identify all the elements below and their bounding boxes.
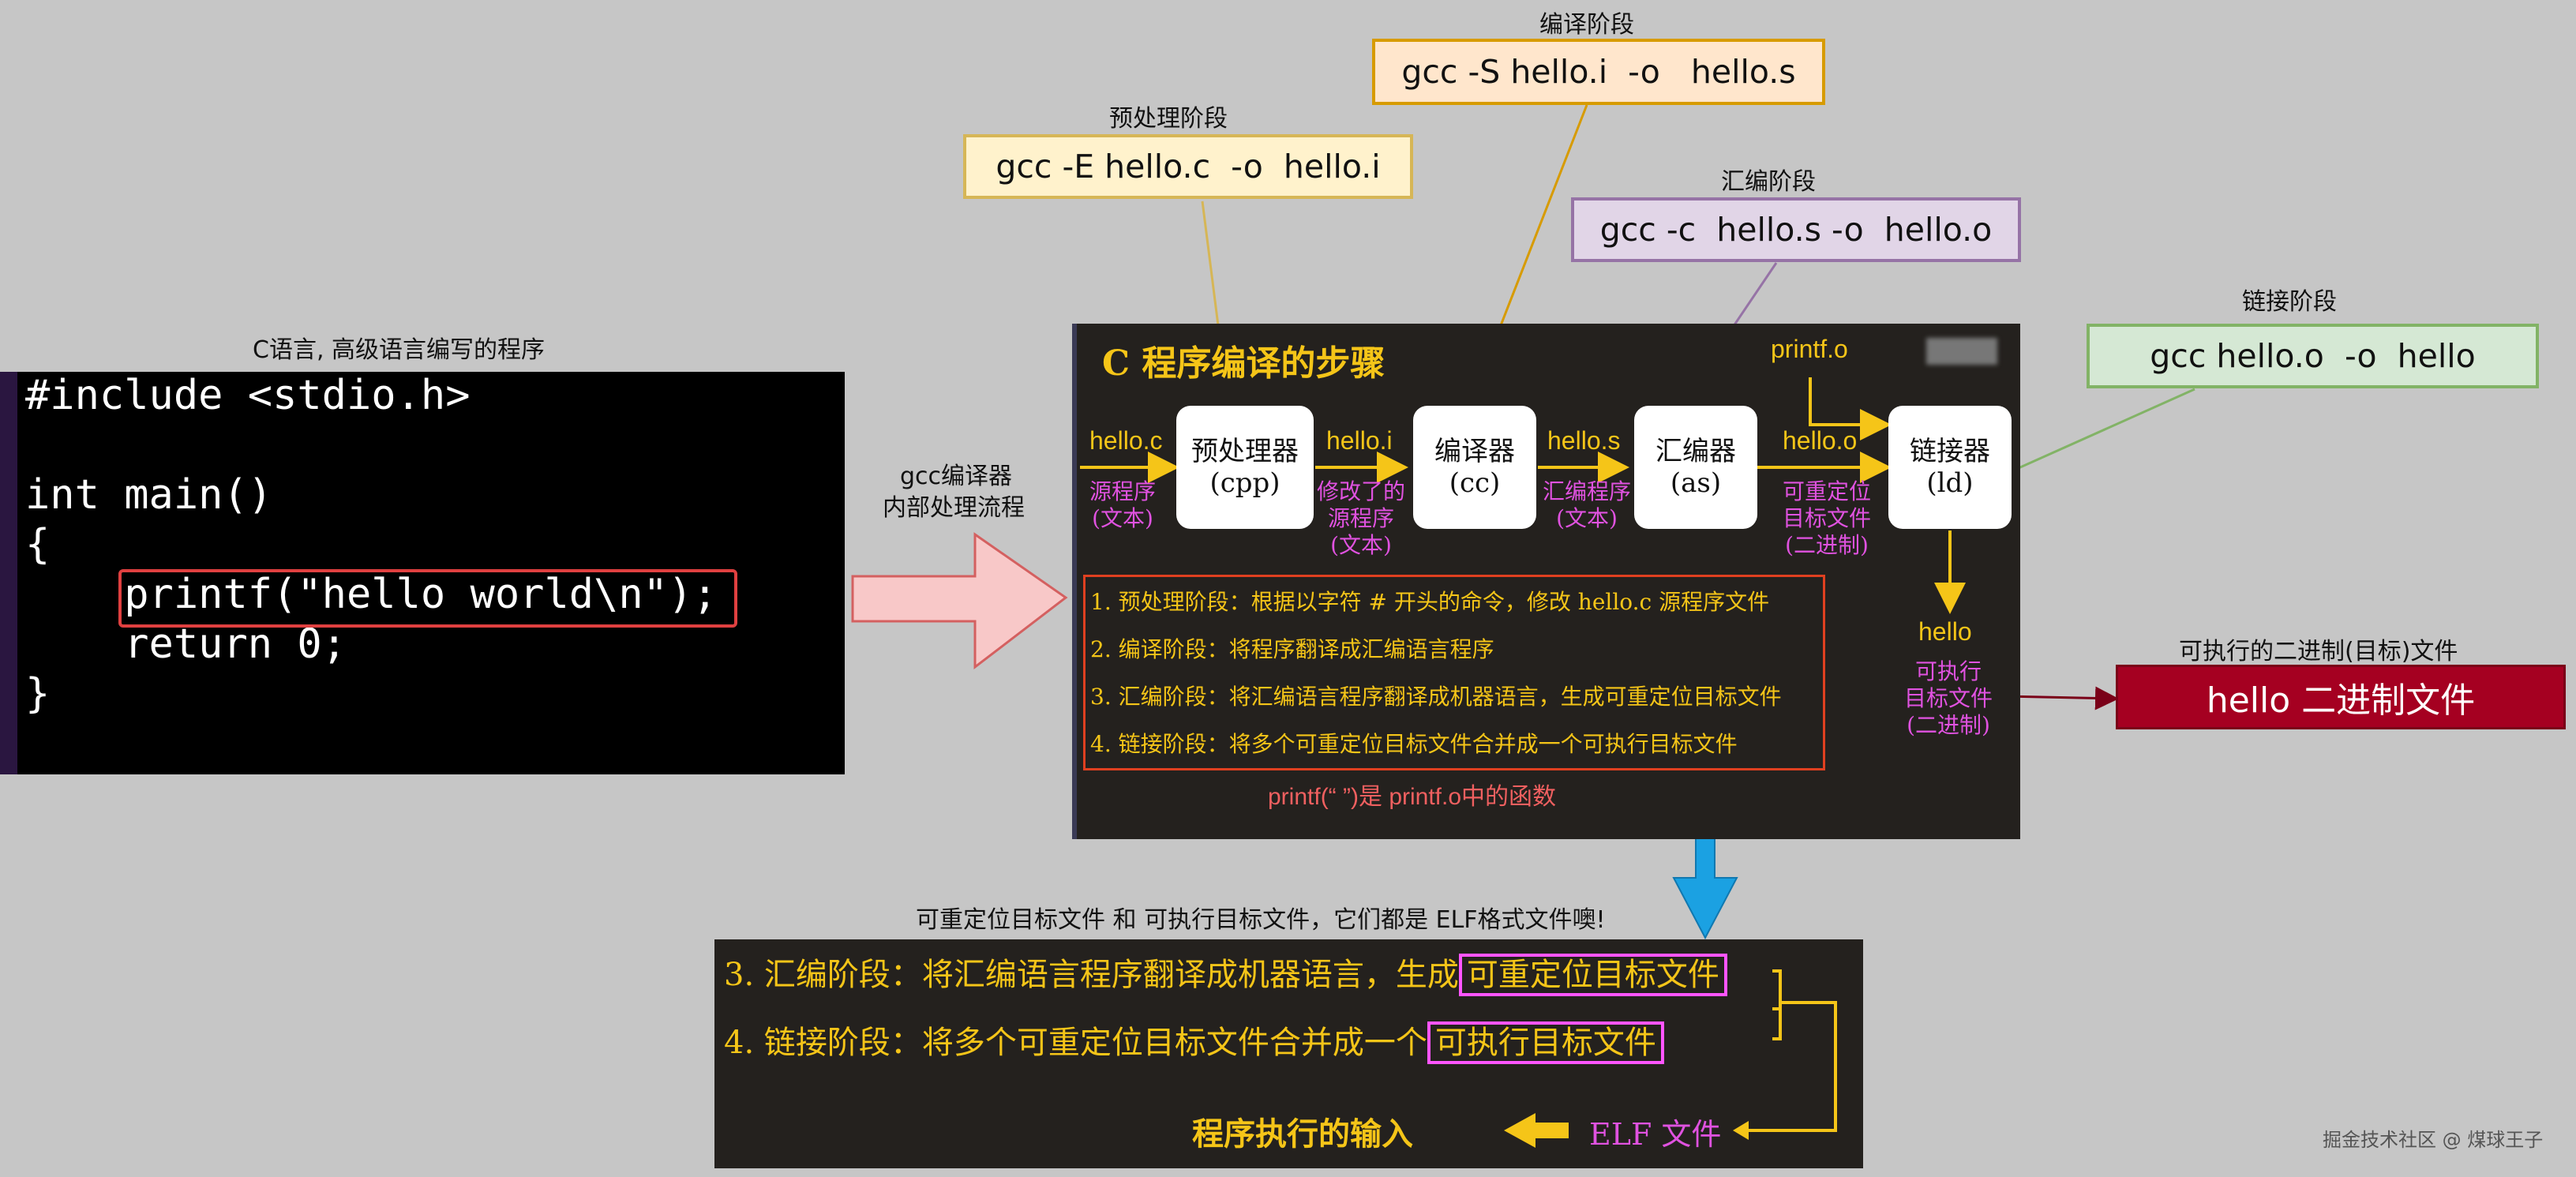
stage-box-as: 汇编器 (as) [1634, 406, 1757, 529]
elf-left-arrow [1504, 1113, 1569, 1148]
exe-binary-box: hello 二进制文件 [2116, 665, 2566, 729]
exe-caption: 可执行的二进制(目标)文件 [2179, 638, 2458, 665]
step-1: 1. 预处理阶段：根据以字符 # 开头的命令，修改 hello.c 源程序文件 [1090, 589, 1770, 615]
diagram-left-edge [1072, 324, 1077, 839]
compile-command-box: gcc -S hello.i -o hello.s [1372, 39, 1825, 105]
file-hello-o: hello.o [1783, 426, 1858, 455]
big-arrow [851, 532, 1068, 670]
executable-highlight: 可执行目标文件 [1427, 1021, 1664, 1064]
elf-line-1: 3. 汇编阶段：将汇编语言程序翻译成机器语言，生成可重定位目标文件 [724, 949, 1727, 996]
file-hello-i: hello.i [1326, 426, 1393, 455]
stage-ld-tool: (ld) [1926, 467, 1974, 499]
printf-o-label: printf.o [1771, 335, 1848, 363]
flow-arrows [1080, 377, 1966, 614]
stage-box-cc: 编译器 (cc) [1413, 406, 1536, 529]
leader-link [1997, 388, 2195, 479]
stage-ld-name: 链接器 [1910, 436, 1990, 467]
blurred-logo [1926, 338, 1997, 365]
stage-cpp-name: 预处理器 [1191, 436, 1299, 467]
link-caption: 链接阶段 [2242, 288, 2337, 316]
file-hello: hello [1918, 617, 1972, 646]
elf-panel: 3. 汇编阶段：将汇编语言程序翻译成机器语言，生成可重定位目标文件 4. 链接阶… [714, 939, 1863, 1168]
stage-box-ld: 链接器 (ld) [1888, 406, 2012, 529]
preprocess-command-box: gcc -E hello.c -o hello.i [963, 134, 1413, 199]
code-line-3: int main() [25, 471, 273, 519]
preprocess-caption: 预处理阶段 [1109, 105, 1228, 133]
program-input-label: 程序执行的输入 [1192, 1115, 1413, 1153]
watermark: 掘金技术社区 @ 煤球王子 [2323, 1129, 2544, 1151]
compile-steps-diagram: C 程序编译的步骤 printf.o 预处理器 (cpp) 编译器 (cc) 汇… [1072, 324, 2020, 839]
step-4: 4. 链接阶段：将多个可重定位目标文件合并成一个可执行目标文件 [1090, 731, 1738, 757]
stage-as-tool: (as) [1670, 467, 1722, 499]
code-line-1: #include <stdio.h> [25, 372, 471, 419]
file-hello-c: hello.c [1089, 426, 1163, 455]
code-line-5: printf("hello world\n"); [25, 571, 718, 618]
compile-caption: 编译阶段 [1539, 11, 1634, 39]
elf-caption: 可重定位目标文件 和 可执行目标文件，它们都是 ELF格式文件噢! [916, 906, 1606, 934]
elf-file-label: ELF 文件 [1589, 1117, 1722, 1152]
link-command-box: gcc hello.o -o hello [2087, 324, 2539, 388]
step-2: 2. 编译阶段：将程序翻译成汇编语言程序 [1090, 636, 1494, 662]
step-3: 3. 汇编阶段：将汇编语言程序翻译成机器语言，生成可重定位目标文件 [1090, 684, 1782, 710]
file-hello-s: hello.s [1547, 426, 1621, 455]
type-assembly: 汇编程序(文本) [1542, 478, 1631, 531]
code-panel: #include <stdio.h> int main() { printf("… [0, 372, 845, 774]
code-line-4: { [25, 521, 51, 568]
type-relocatable: 可重定位目标文件(二进制) [1782, 478, 1871, 558]
elf-line-2: 4. 链接阶段：将多个可重定位目标文件合并成一个可执行目标文件 [724, 1017, 1664, 1064]
stage-as-name: 汇编器 [1655, 436, 1736, 467]
assemble-caption: 汇编阶段 [1721, 168, 1816, 196]
type-modified-source: 修改了的源程序(文本) [1316, 478, 1405, 558]
relocatable-highlight: 可重定位目标文件 [1458, 954, 1727, 996]
code-line-6: return 0; [25, 620, 347, 668]
steps-box: 1. 预处理阶段：根据以字符 # 开头的命令，修改 hello.c 源程序文件 … [1083, 575, 1825, 770]
type-executable: 可执行目标文件(二进制) [1903, 658, 1993, 738]
gcc-label-line2: 内部处理流程 [883, 494, 1025, 522]
code-caption: C语言, 高级语言编写的程序 [253, 336, 546, 364]
gcc-label-line1: gcc编译器 [900, 463, 1013, 490]
stage-cc-name: 编译器 [1434, 436, 1515, 467]
stage-cpp-tool: (cpp) [1209, 467, 1281, 499]
printf-highlight [118, 569, 737, 628]
elf-bracket [1504, 969, 1837, 1148]
stage-box-cpp: 预处理器 (cpp) [1176, 406, 1314, 529]
assemble-command-box: gcc -c hello.s -o hello.o [1571, 197, 2021, 262]
code-line-7: } [25, 670, 51, 718]
diagram-title: C 程序编译的步骤 [1102, 343, 1385, 384]
type-source: 源程序(文本) [1089, 478, 1156, 531]
stage-cc-tool: (cc) [1449, 467, 1501, 499]
printf-note: printf(“ ”)是 printf.o中的函数 [1268, 784, 1557, 810]
